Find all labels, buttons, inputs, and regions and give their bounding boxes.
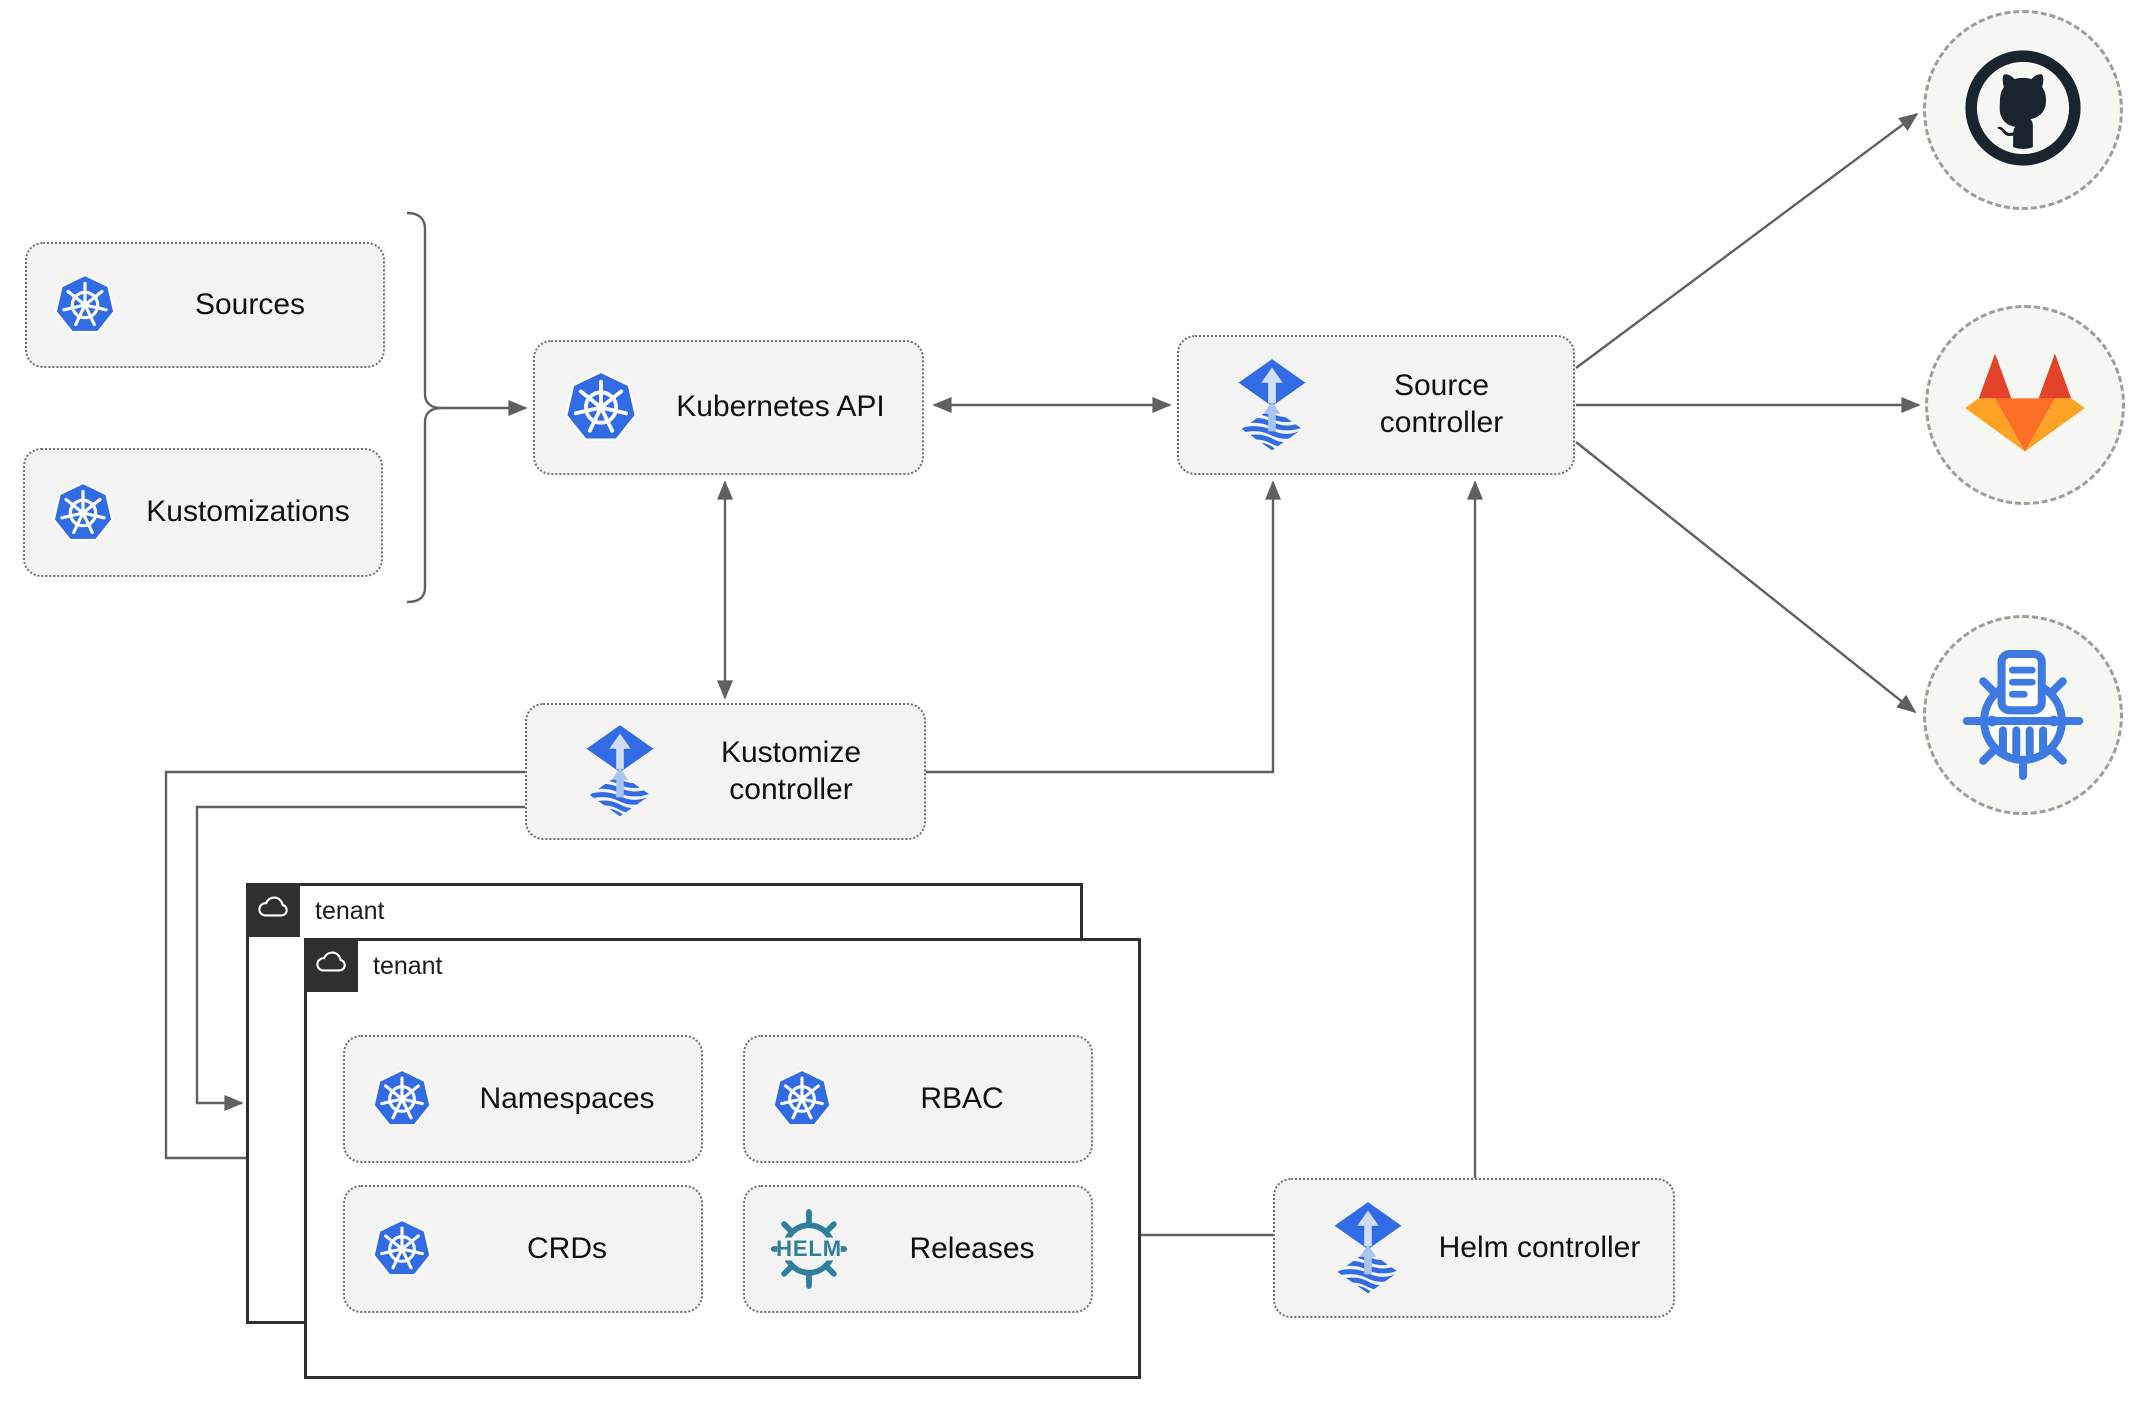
node-kustomize-controller: Kustomize controller [525,703,926,840]
flux-icon [582,725,658,818]
kubernetes-icon [51,480,115,546]
kubernetes-icon [771,1067,833,1131]
node-label: Releases [909,1231,1035,1265]
chartmuseum-icon [1956,646,2090,785]
node-crds: CRDs [343,1185,703,1313]
node-label: Sources [194,287,306,321]
external-chartmuseum [1923,615,2123,815]
external-gitlab [1925,305,2125,505]
tenant-tab [304,938,358,992]
cloud-icon [312,949,350,982]
flux-icon [1234,359,1310,452]
edge-source-controller-chartmuseum [1575,441,1917,713]
kubernetes-icon [371,1217,433,1281]
node-label: Kustomize controller [720,735,862,806]
helm-icon: HELM [765,1205,853,1293]
tenant-tab [246,883,300,937]
node-label: Source controller [1379,369,1504,439]
helm-wordmark: HELM [776,1236,842,1261]
external-github [1923,10,2123,210]
node-label: Helm controller [1438,1230,1641,1264]
edge-grouping-brace [406,211,442,604]
tenant-container-front: tenant Namespaces RBAC CRDs [304,938,1141,1379]
kubernetes-icon [563,368,639,447]
tenant-label: tenant [315,897,385,925]
node-label: Kubernetes API [676,390,885,424]
tenant-label: tenant [373,952,443,980]
node-kubernetes-api: Kubernetes API [533,340,924,475]
node-rbac: RBAC [743,1035,1093,1163]
kubernetes-icon [53,272,117,338]
node-kustomizations: Kustomizations [23,448,383,577]
edge-kustomize-controller-source-controller [926,480,1281,774]
node-label: CRDs [527,1231,607,1265]
github-icon [1959,44,2087,177]
node-sources: Sources [25,242,385,368]
node-source-controller: Source controller [1177,335,1575,475]
flux-icon [1330,1202,1406,1295]
gitlab-icon [1957,348,2093,462]
edge-source-controller-github [1575,113,1919,369]
node-label: Namespaces [479,1081,655,1115]
node-releases: HELM Releases [743,1185,1093,1313]
node-namespaces: Namespaces [343,1035,703,1163]
node-helm-controller: Helm controller [1273,1178,1675,1318]
node-label: RBAC [920,1081,1004,1115]
node-label: Kustomizations [146,495,350,529]
kubernetes-icon [371,1067,433,1131]
cloud-icon [254,894,292,927]
